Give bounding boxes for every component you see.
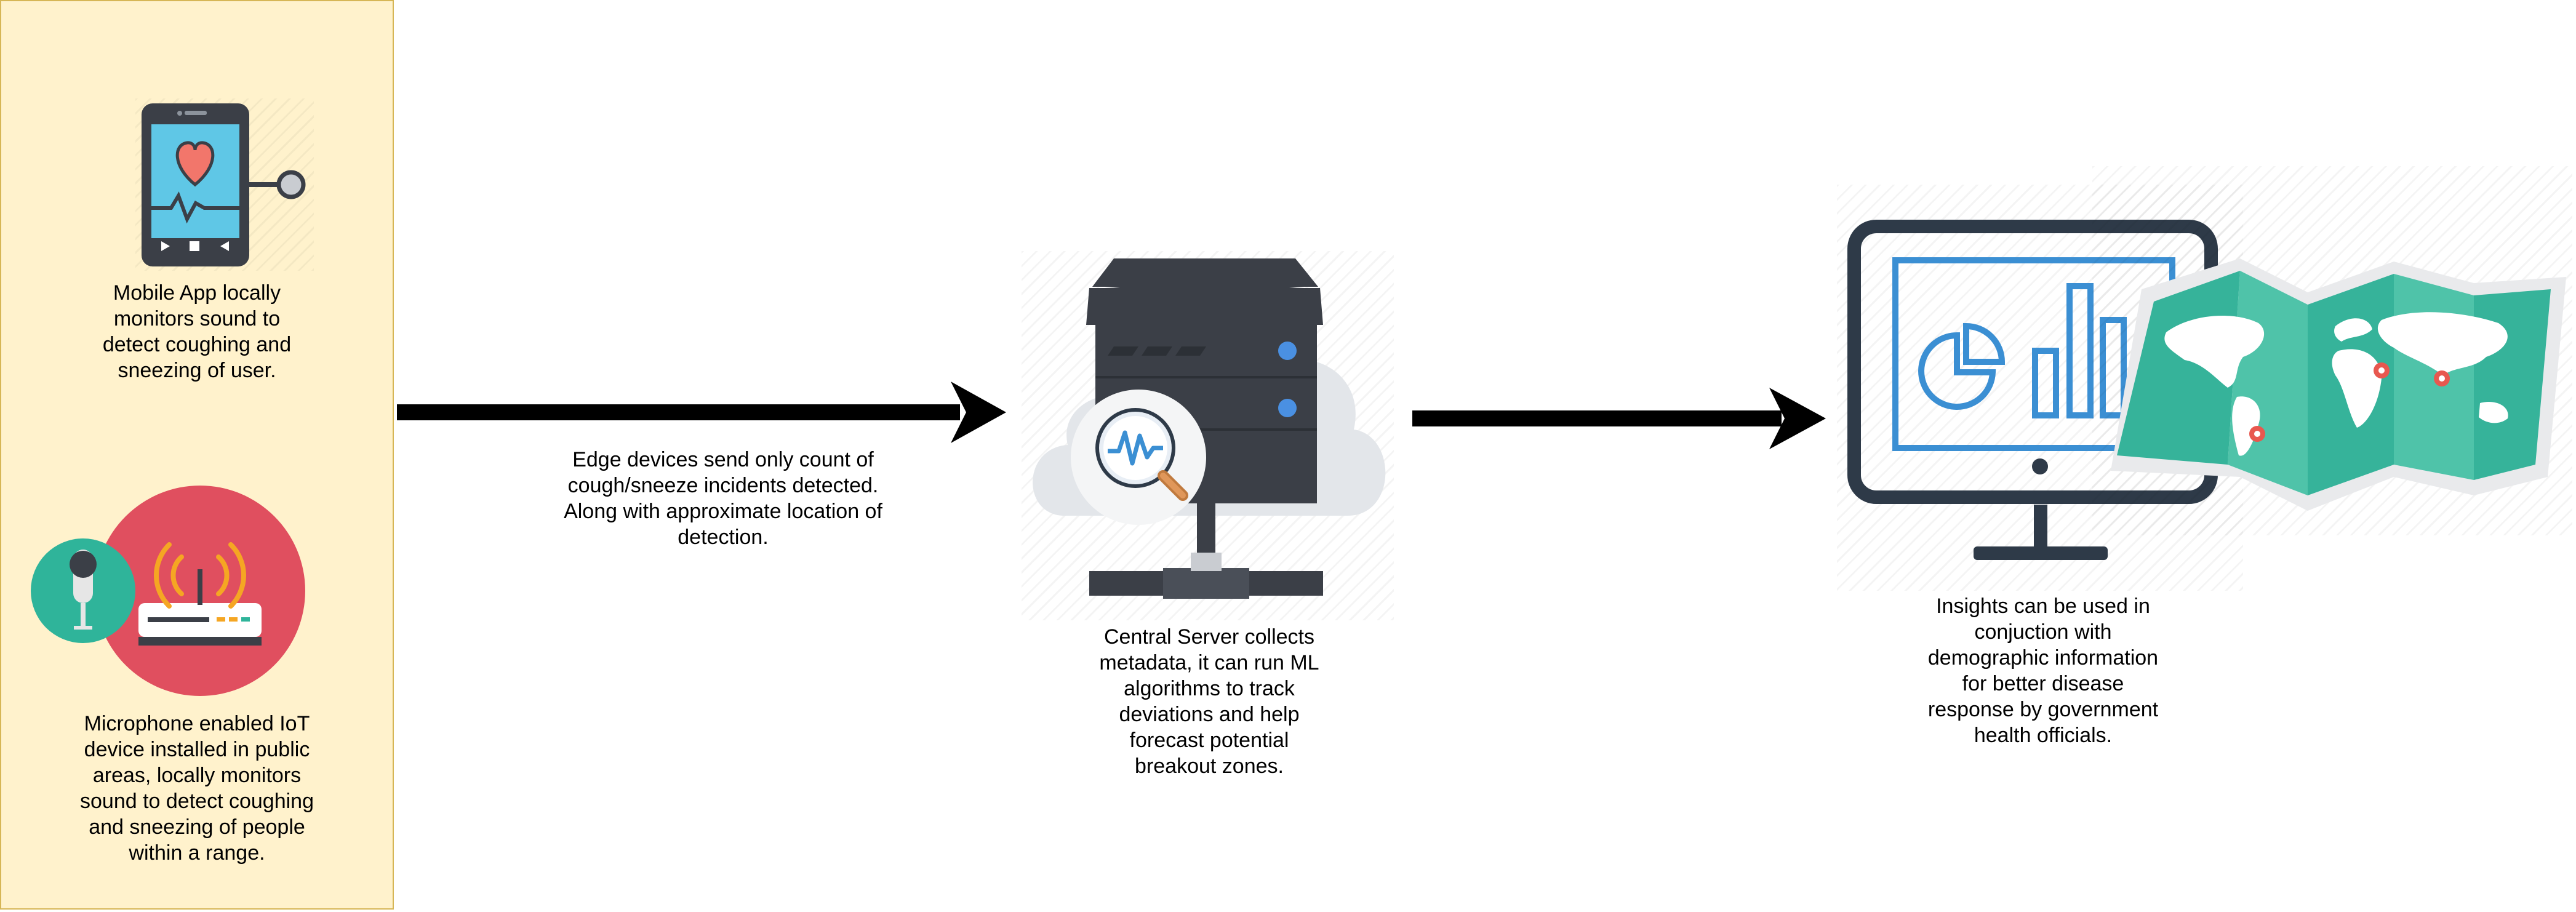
world-map-icon <box>2092 166 2572 535</box>
server-cloud-icon <box>1022 251 1394 620</box>
server-to-insights-arrow <box>1412 388 1831 449</box>
router-microphone-icon <box>31 483 308 698</box>
edge-to-server-arrow <box>397 382 1012 443</box>
mobile-phone-heart-icon <box>135 98 314 271</box>
mobile-app-label: Mobile App locally monitors sound to det… <box>102 281 292 382</box>
central-server-label: Central Server collects metadata, it can… <box>1099 625 1319 778</box>
insights-label: Insights can be used in conjuction with … <box>1927 594 2159 747</box>
edge-arrow-label: Edge devices send only count of cough/sn… <box>564 448 882 549</box>
iot-device-label: Microphone enabled IoT device installed … <box>80 712 314 865</box>
